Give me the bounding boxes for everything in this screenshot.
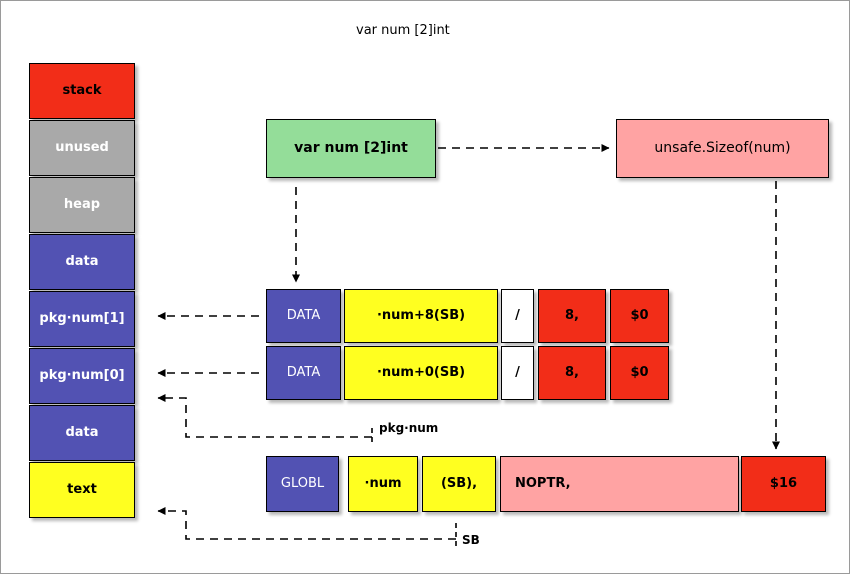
data-row-low-separator[interactable]: / [501,346,534,400]
memory-segment-label: pkg·num[1] [39,310,125,326]
data-row-high-symbol[interactable]: ·num+8(SB) [344,289,498,343]
globl-row-symbol[interactable]: ·num [348,456,418,512]
cell-label: / [515,364,520,380]
globl-row-base[interactable]: (SB), [422,456,496,512]
data-row-high-value[interactable]: $0 [610,289,669,343]
declaration-box[interactable]: var num [2]int [266,119,436,178]
data-row-low-symbol[interactable]: ·num+0(SB) [344,346,498,400]
cell-label: NOPTR, [515,475,571,491]
memory-segment-pkg-num-0[interactable]: pkg·num[0] [29,348,135,404]
memory-segment-label: text [67,481,97,497]
globl-row-size[interactable]: $16 [741,456,826,512]
memory-segment-label: unused [55,139,109,155]
sizeof-box[interactable]: unsafe.Sizeof(num) [616,119,829,178]
memory-segment-label: stack [62,82,102,98]
declaration-label: var num [2]int [294,139,408,156]
cell-label: ·num [364,475,402,491]
memory-segment-pkg-num-1[interactable]: pkg·num[1] [29,291,135,347]
sizeof-label: unsafe.Sizeof(num) [654,139,791,156]
cell-label: ·num+0(SB) [376,364,466,380]
globl-row-flags[interactable]: NOPTR, [500,456,739,512]
memory-segment-label: data [65,424,99,440]
data-row-high-size[interactable]: 8, [538,289,606,343]
cell-label: $16 [769,475,798,491]
connector-pkg-num [157,394,372,438]
globl-row-mnemonic[interactable]: GLOBL [266,456,339,512]
data-row-low-mnemonic[interactable]: DATA [266,346,341,400]
cell-label: DATA [286,364,321,380]
data-row-high-separator[interactable]: / [501,289,534,343]
cell-label: DATA [286,307,321,323]
cell-label: ·num+8(SB) [376,307,466,323]
data-row-low-value[interactable]: $0 [610,346,669,400]
sb-annotation-label: SB [462,533,480,547]
memory-segment-data-upper[interactable]: data [29,234,135,290]
cell-label: $0 [630,307,649,323]
connector-sb [157,507,456,540]
cell-label: 8, [565,364,579,380]
page-title: var num [2]int [356,23,450,38]
memory-segment-label: data [65,253,99,269]
memory-segment-label: pkg·num[0] [39,367,125,383]
memory-segment-text[interactable]: text [29,462,135,518]
data-row-low-size[interactable]: 8, [538,346,606,400]
cell-label: (SB), [440,475,478,491]
data-row-high-mnemonic[interactable]: DATA [266,289,341,343]
memory-segment-heap[interactable]: heap [29,177,135,233]
cell-label: $0 [630,364,649,380]
cell-label: 8, [565,307,579,323]
memory-segment-unused[interactable]: unused [29,120,135,176]
memory-segment-stack[interactable]: stack [29,63,135,119]
cell-label: / [515,307,520,323]
memory-segment-label: heap [63,196,101,212]
memory-segment-data-lower[interactable]: data [29,405,135,461]
cell-label: GLOBL [280,475,325,491]
pkg-num-annotation-label: pkg·num [379,421,439,435]
